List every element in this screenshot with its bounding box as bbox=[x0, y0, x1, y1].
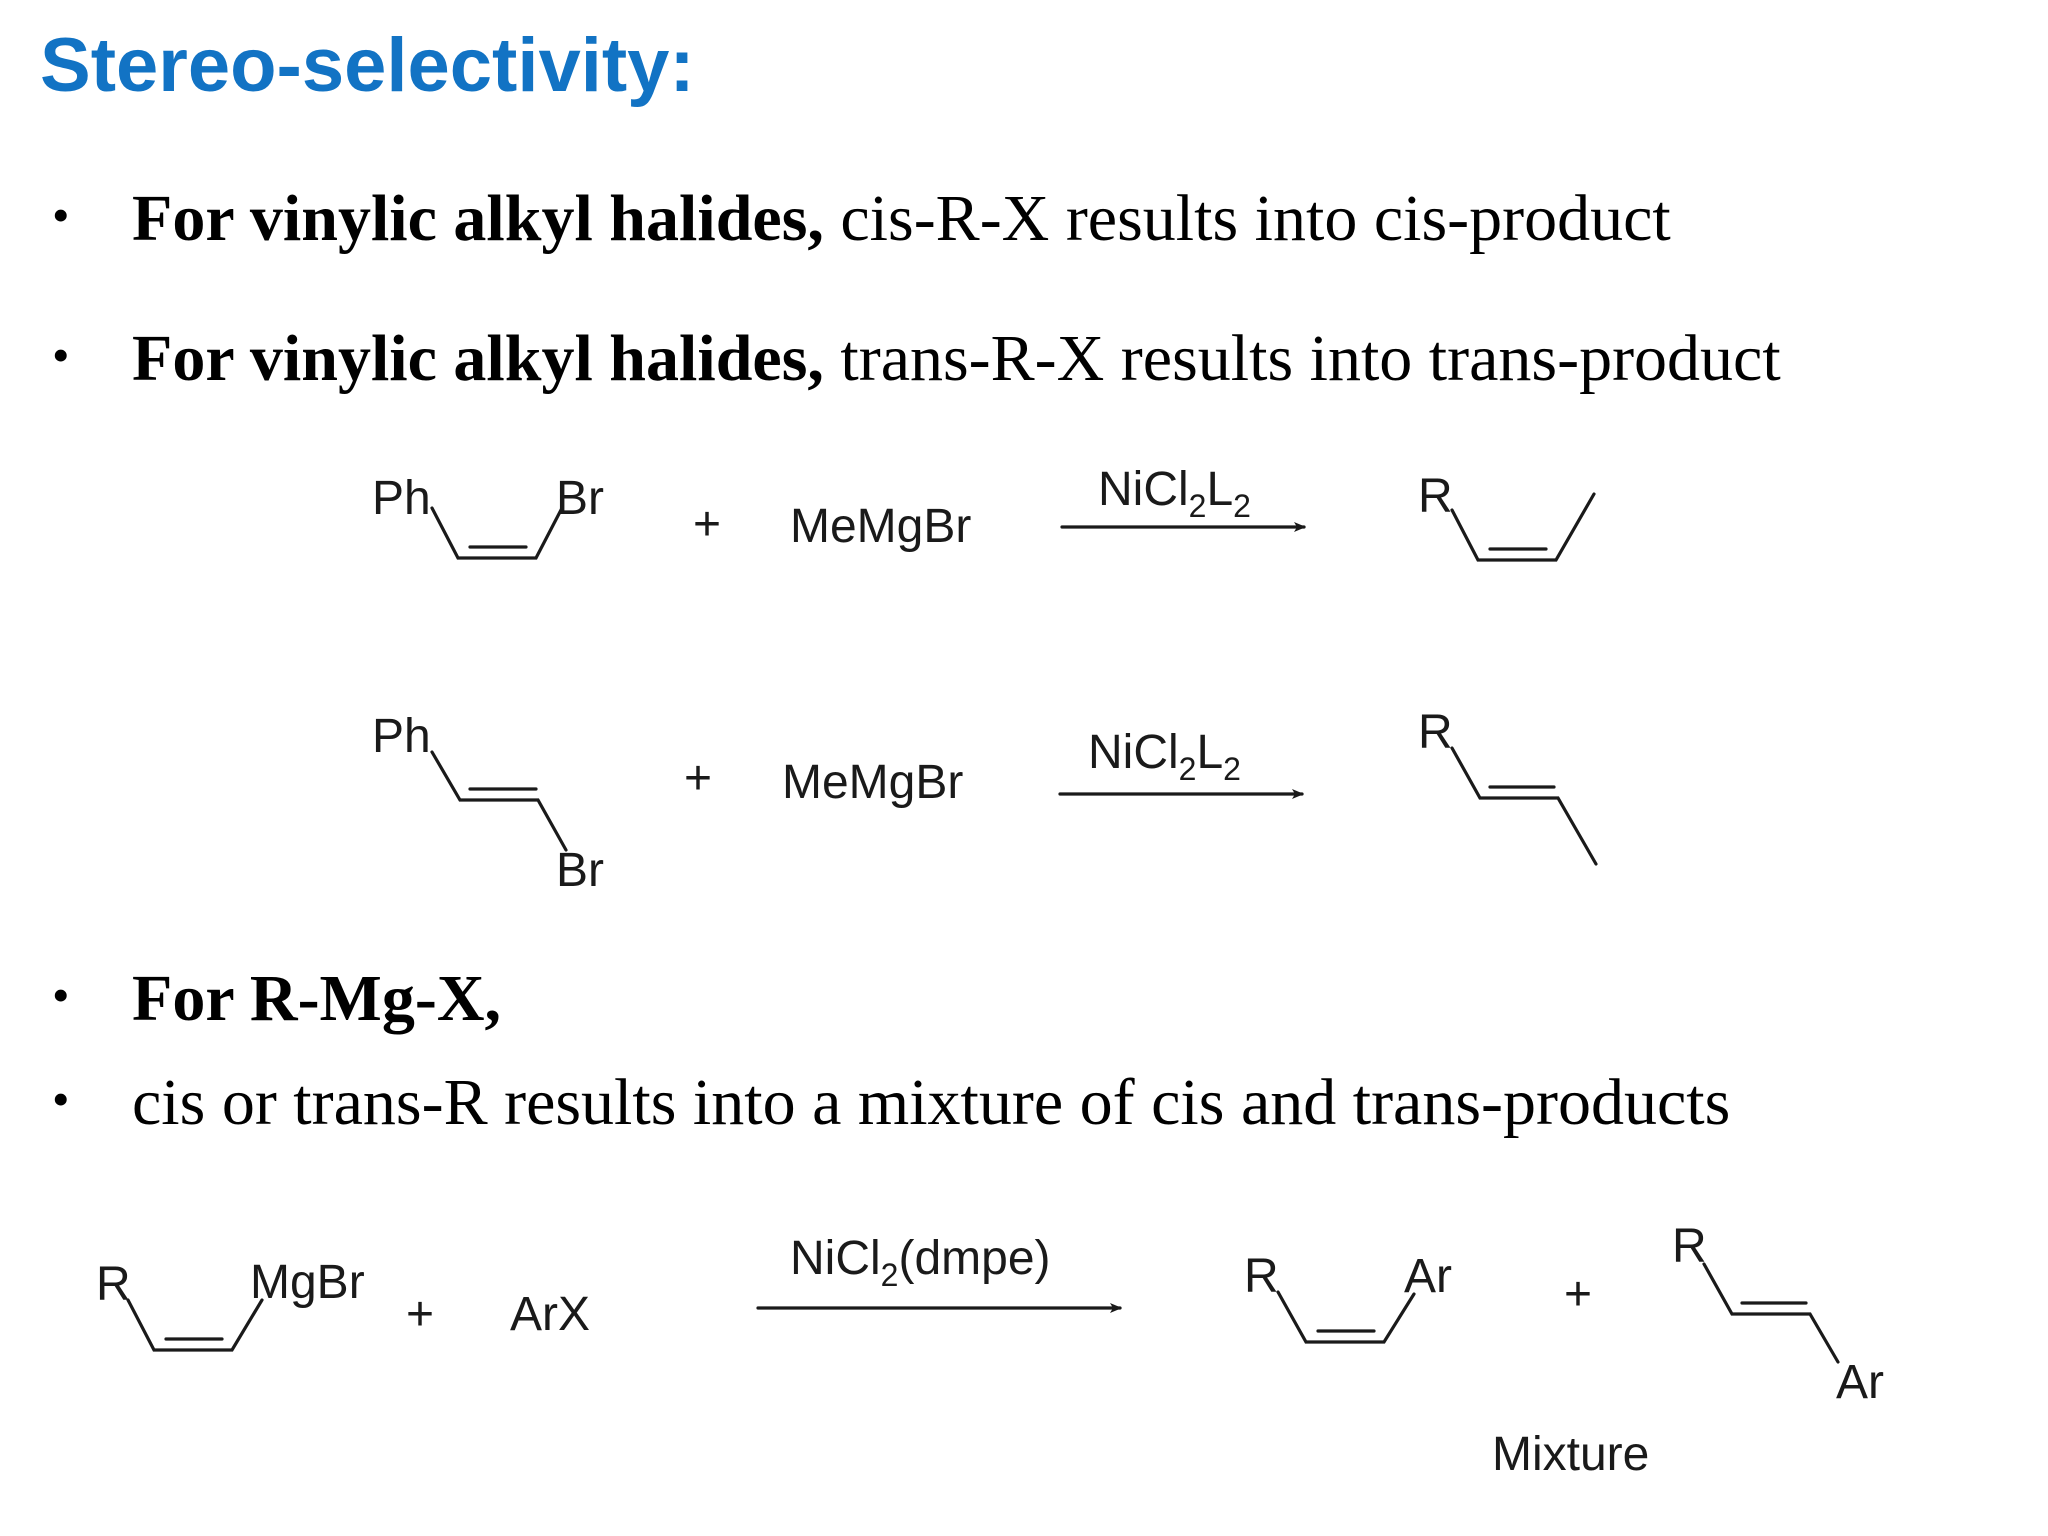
reaction-3-product-1-bonds bbox=[1276, 1290, 1416, 1344]
bullet-dot: • bbox=[52, 967, 70, 1023]
slide-title: Stereo-selectivity: bbox=[40, 23, 695, 108]
reaction-2-plus: + bbox=[684, 752, 712, 805]
reaction-2-catalyst: NiCl2L2 bbox=[1088, 726, 1241, 787]
reaction-2-reagent: MeMgBr bbox=[782, 756, 963, 809]
reaction-2-ph-label: Ph bbox=[372, 710, 431, 763]
reaction-1-ph-label: Ph bbox=[372, 472, 431, 525]
reaction-3-plus-2: + bbox=[1564, 1268, 1592, 1321]
reaction-2-trans-alkene-bonds bbox=[430, 750, 568, 852]
bullet-3: •For R-Mg-X, bbox=[52, 966, 501, 1032]
reaction-3-cis-alkene-bonds bbox=[126, 1298, 264, 1352]
bullet-3-bold: For R-Mg-X, bbox=[132, 962, 501, 1035]
reaction-3-product-2-r: R bbox=[1672, 1220, 1707, 1273]
bullet-2-text: trans-R-X results into trans-product bbox=[823, 322, 1781, 395]
bullet-dot: • bbox=[52, 327, 70, 383]
bullet-4: •cis or trans-R results into a mixture o… bbox=[52, 1070, 1730, 1136]
reaction-3-plus: + bbox=[406, 1288, 434, 1341]
reaction-2-trans: Ph Br + MeMgBr NiCl2L2 R bbox=[372, 706, 1598, 897]
reaction-3-mixture: R MgBr + ArX NiCl2(dmpe) R Ar + R Ar Mix… bbox=[96, 1220, 1884, 1481]
reaction-3-mgbr-label: MgBr bbox=[250, 1256, 365, 1309]
reaction-2-br-label: Br bbox=[556, 844, 604, 897]
reaction-3-r-label: R bbox=[96, 1258, 131, 1311]
reaction-1-product-bonds bbox=[1450, 492, 1596, 562]
reaction-3-product-2-ar: Ar bbox=[1836, 1356, 1884, 1409]
reaction-3-product-1-ar: Ar bbox=[1404, 1250, 1452, 1303]
reaction-1-cis-alkene-bonds bbox=[430, 506, 564, 560]
bullet-dot: • bbox=[52, 1071, 70, 1127]
bullet-dot: • bbox=[52, 187, 70, 243]
bullet-2-bold: For vinylic alkyl halides, bbox=[132, 322, 824, 395]
mixture-label: Mixture bbox=[1492, 1428, 1649, 1481]
reaction-1-cis: Ph Br + MeMgBr NiCl2L2 R bbox=[372, 463, 1596, 562]
bullet-4-text: cis or trans-R results into a mixture of… bbox=[132, 1066, 1731, 1139]
reaction-3-product-1-r: R bbox=[1244, 1250, 1279, 1303]
reaction-2-product-bonds bbox=[1450, 746, 1598, 866]
bullet-1: •For vinylic alkyl halides, cis-R-X resu… bbox=[52, 186, 1671, 252]
reaction-1-catalyst: NiCl2L2 bbox=[1098, 463, 1251, 524]
reaction-3-product-2-bonds bbox=[1702, 1262, 1840, 1364]
reaction-1-product-r: R bbox=[1418, 470, 1453, 523]
reaction-1-br-label: Br bbox=[556, 472, 604, 525]
bullet-2: •For vinylic alkyl halides, trans-R-X re… bbox=[52, 326, 1781, 392]
reaction-1-reagent: MeMgBr bbox=[790, 500, 971, 553]
reaction-2-product-r: R bbox=[1418, 706, 1453, 759]
reaction-3-catalyst: NiCl2(dmpe) bbox=[790, 1232, 1051, 1293]
bullet-1-bold: For vinylic alkyl halides, bbox=[132, 182, 824, 255]
reaction-1-plus: + bbox=[693, 498, 721, 551]
reaction-3-reagent: ArX bbox=[510, 1288, 590, 1341]
bullet-1-text: cis-R-X results into cis-product bbox=[823, 182, 1671, 255]
